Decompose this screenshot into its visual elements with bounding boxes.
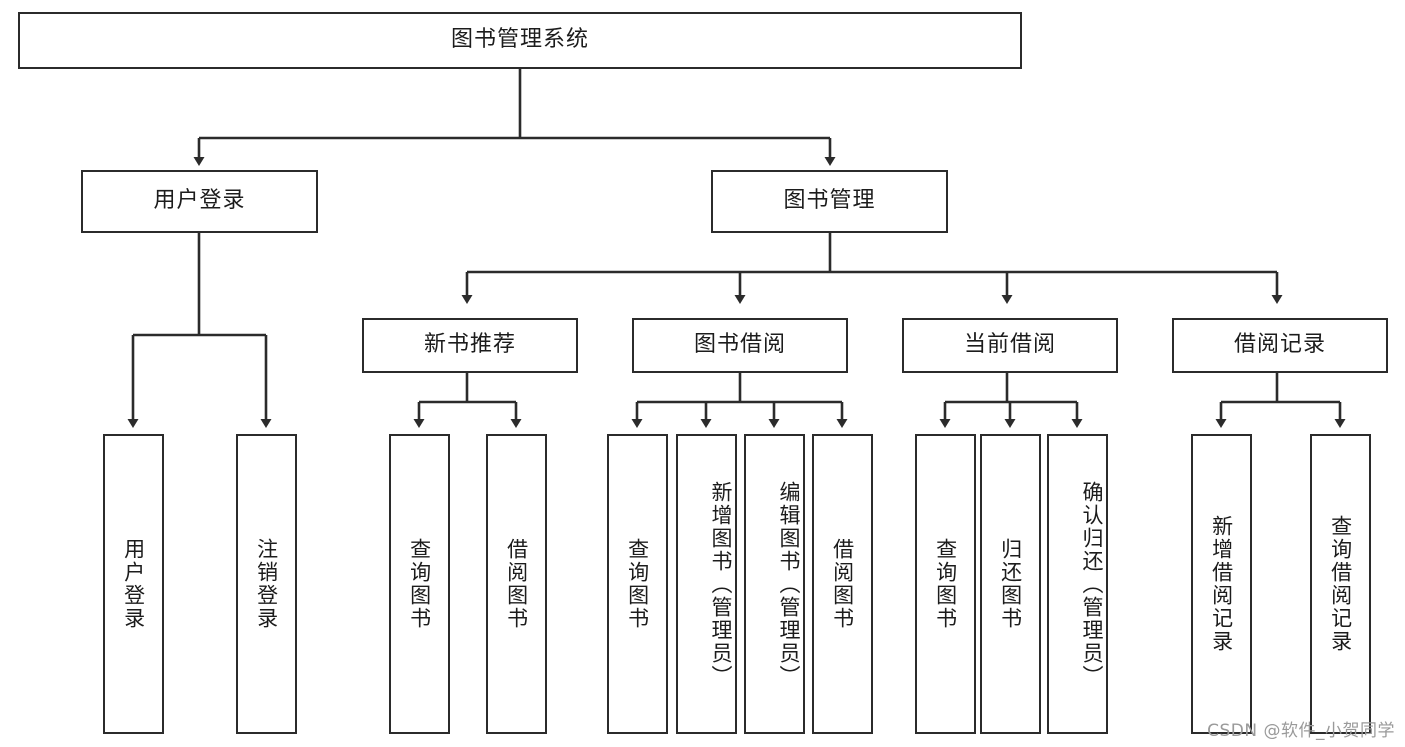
- node-root[interactable]: 图书管理系统: [18, 12, 1022, 69]
- node-leaf-return-book[interactable]: 归还图书: [980, 434, 1041, 734]
- node-leaf-logout[interactable]: 注销登录: [236, 434, 297, 734]
- node-leaf-borrow-book-1-label: 借阅图书: [504, 538, 529, 630]
- node-leaf-query-book-1-label: 查询图书: [407, 538, 432, 630]
- node-leaf-query-book-3[interactable]: 查询图书: [915, 434, 976, 734]
- node-leaf-return-book-label: 归还图书: [998, 538, 1023, 630]
- node-leaf-edit-book[interactable]: 编辑图书（管理员）: [744, 434, 805, 734]
- node-leaf-borrow-book-2[interactable]: 借阅图书: [812, 434, 873, 734]
- node-book-borrow[interactable]: 图书借阅: [632, 318, 848, 373]
- node-root-label: 图书管理系统: [450, 27, 589, 53]
- node-leaf-query-book-2-label: 查询图书: [625, 538, 650, 630]
- node-leaf-add-record[interactable]: 新增借阅记录: [1191, 434, 1252, 734]
- node-new-book-rec[interactable]: 新书推荐: [362, 318, 578, 373]
- node-leaf-add-record-label: 新增借阅记录: [1209, 515, 1234, 653]
- node-current-borrow[interactable]: 当前借阅: [902, 318, 1118, 373]
- node-leaf-query-record-label: 查询借阅记录: [1328, 515, 1353, 653]
- node-borrow-record[interactable]: 借阅记录: [1172, 318, 1388, 373]
- node-book-manage[interactable]: 图书管理: [711, 170, 948, 233]
- node-leaf-query-book-3-label: 查询图书: [933, 538, 958, 630]
- node-leaf-confirm-return-label: 确认归还（管理员）: [1080, 480, 1104, 688]
- node-leaf-user-login[interactable]: 用户登录: [103, 434, 164, 734]
- node-leaf-edit-book-label: 编辑图书（管理员）: [777, 480, 801, 688]
- node-leaf-user-login-label: 用户登录: [121, 538, 146, 630]
- node-leaf-query-book-1[interactable]: 查询图书: [389, 434, 450, 734]
- node-current-borrow-label: 当前借阅: [963, 332, 1056, 358]
- node-leaf-confirm-return[interactable]: 确认归还（管理员）: [1047, 434, 1108, 734]
- node-user-login[interactable]: 用户登录: [81, 170, 318, 233]
- node-new-book-rec-label: 新书推荐: [423, 332, 516, 358]
- node-leaf-borrow-book-1[interactable]: 借阅图书: [486, 434, 547, 734]
- node-book-manage-label: 图书管理: [783, 188, 876, 214]
- node-user-login-label: 用户登录: [153, 188, 246, 214]
- node-leaf-add-book[interactable]: 新增图书（管理员）: [676, 434, 737, 734]
- node-leaf-query-book-2[interactable]: 查询图书: [607, 434, 668, 734]
- node-borrow-record-label: 借阅记录: [1233, 332, 1326, 358]
- node-leaf-query-record[interactable]: 查询借阅记录: [1310, 434, 1371, 734]
- node-book-borrow-label: 图书借阅: [693, 332, 786, 358]
- node-leaf-borrow-book-2-label: 借阅图书: [830, 538, 855, 630]
- node-leaf-add-book-label: 新增图书（管理员）: [709, 480, 733, 688]
- node-leaf-logout-label: 注销登录: [254, 538, 279, 630]
